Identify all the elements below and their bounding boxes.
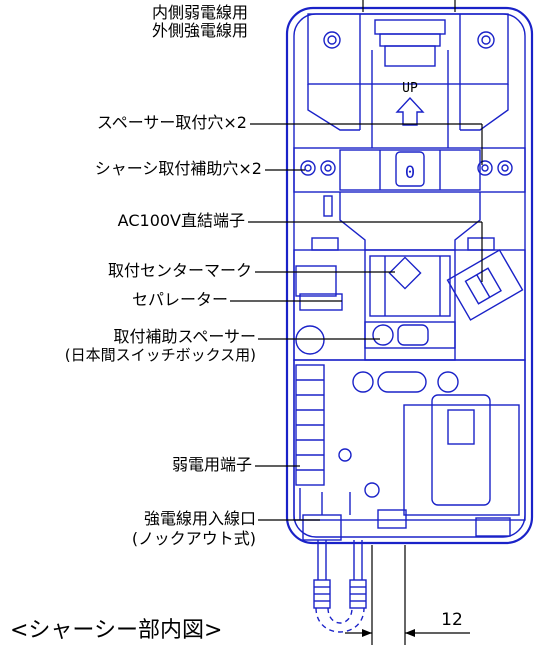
leader-lines (230, 123, 483, 521)
spacer-hole-label: スペーサー取付穴×2 (96, 113, 247, 132)
up-mark: UP (402, 81, 418, 96)
lower-body (293, 359, 526, 541)
middle-body (293, 192, 526, 361)
top-compartment (307, 0, 509, 148)
inner-outer-label-line2: 外側強電線用 (151, 21, 248, 40)
separator-label: セパレーター (131, 290, 228, 309)
strong-inlet-label-line2: (ノックアウト式) (131, 529, 256, 548)
aux-spacer-circle (295, 325, 325, 355)
dimension-12 (345, 545, 470, 645)
weak-terminal-label: 弱電用端子 (171, 455, 252, 474)
housing-outline (285, 6, 534, 545)
up-arrow-icon (395, 96, 425, 126)
chassis-aux-hole-label: シャーシ取付補助穴×2 (94, 159, 262, 178)
strong-inlet-label-line1: 強電線用入線口 (143, 509, 256, 528)
aux-spacer-label-line1: 取付補助スペーサー (113, 327, 256, 346)
ac100v-terminal-label: AC100V直結端子 (117, 211, 245, 230)
dimension-value: 12 (441, 610, 463, 630)
ac100v-terminal-block (446, 249, 524, 321)
center-mark-icon (388, 256, 422, 290)
center-mark-label: 取付センターマーク (107, 261, 252, 280)
cable-pair (313, 540, 367, 633)
inner-outer-label-line1: 内側弱電線用 (151, 3, 248, 22)
slot-mark: 0 (405, 163, 415, 183)
aux-spacer-label-line2: (日本間スイッチボックス用) (64, 346, 256, 364)
diagram-caption: <シャーシー部内図> (10, 618, 223, 643)
